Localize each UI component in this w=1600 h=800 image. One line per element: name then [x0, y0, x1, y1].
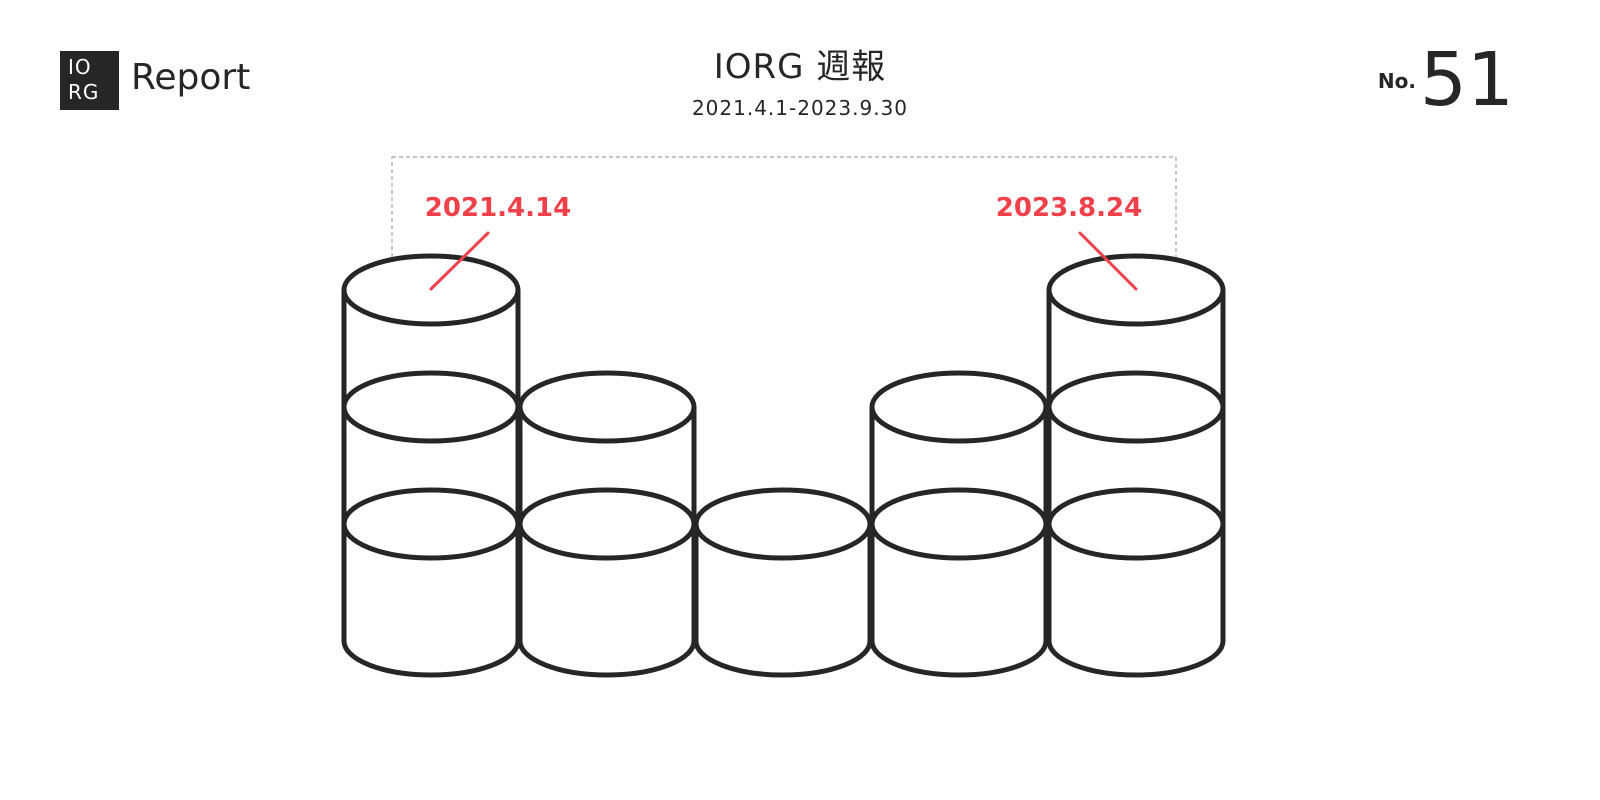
cylinder-disc	[1046, 370, 1226, 444]
logo-report-word: Report	[131, 57, 251, 98]
date-annotations: 2021.4.14 2023.8.24	[425, 193, 1142, 291]
issue-number: 51	[1419, 37, 1514, 123]
cylinder-disc	[693, 487, 873, 561]
cylinder-disc	[517, 487, 697, 561]
cylinder-stacks	[341, 253, 1226, 678]
date-range: 2021.4.1-2023.9.30	[691, 96, 909, 120]
annotation-pointer-left	[429, 231, 490, 291]
cylinder-body	[341, 290, 521, 678]
cylinder-disc	[869, 487, 1049, 561]
cylinder-stack	[517, 370, 697, 678]
cylinder-stack	[341, 253, 521, 678]
logo-text-io: IO	[68, 55, 92, 79]
annotation-left-date: 2021.4.14	[425, 193, 571, 223]
cylinder-stack	[869, 370, 1049, 678]
issue-prefix: No.	[1377, 69, 1416, 93]
annotation-right-date: 2023.8.24	[996, 193, 1142, 223]
cylinder-stack	[1046, 253, 1226, 678]
iorg-logo: IO RG	[60, 51, 119, 110]
cylinder-disc	[341, 487, 521, 561]
cylinder-disc	[341, 370, 521, 444]
page-title: IORG 週報	[713, 47, 887, 87]
cylinder-disc	[869, 370, 1049, 444]
logo-text-rg: RG	[68, 80, 100, 104]
annotation-pointer-right	[1078, 231, 1138, 291]
cylinder-disc	[1046, 487, 1226, 561]
cylinder-body	[1046, 290, 1226, 678]
cylinder-body	[693, 524, 873, 678]
cylinder-disc	[517, 370, 697, 444]
cylinder-stack	[693, 487, 873, 678]
